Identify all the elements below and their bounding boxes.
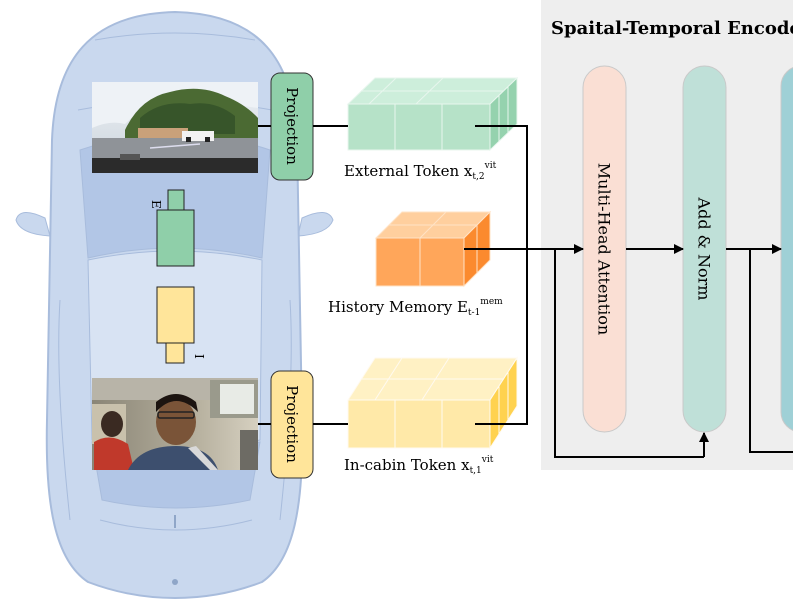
encoder-panel xyxy=(541,0,793,470)
incabin-token-label: In-cabin Token xt,1vit xyxy=(344,455,494,476)
encoder-title: Spaital-Temporal Encoder xyxy=(551,18,793,39)
external-token-label: External Token xt,2vit xyxy=(344,161,497,182)
cabin-scene-photo xyxy=(92,378,258,470)
history-memory-label: History Memory Et-1mem xyxy=(328,297,503,318)
external-token-cube xyxy=(346,76,519,152)
history-memory-cube xyxy=(374,210,492,288)
multi-head-attention-label: Multi-Head Attention xyxy=(595,163,614,335)
projection-label-bottom: Projection xyxy=(283,385,301,463)
external-camera-icon xyxy=(156,189,195,267)
external-camera-label: E xyxy=(149,200,163,209)
add-norm-label: Add & Norm xyxy=(695,197,714,301)
road-scene-photo xyxy=(92,82,258,173)
feed-forward-block-partial xyxy=(780,67,793,431)
incabin-token-cube xyxy=(347,356,518,450)
incabin-camera-label: I xyxy=(192,354,206,359)
flow-lines xyxy=(475,125,793,458)
projection-label-top: Projection xyxy=(283,87,301,165)
incabin-camera-icon xyxy=(156,286,195,364)
